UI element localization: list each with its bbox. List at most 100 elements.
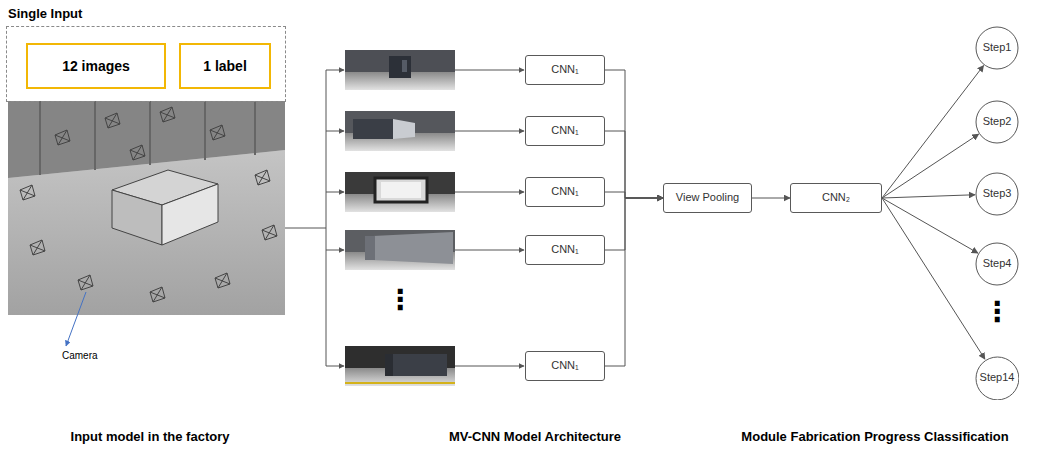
connector-arrow	[752, 198, 790, 199]
box-text: CNN₁	[551, 359, 579, 372]
thumb-bg	[345, 230, 455, 270]
section-caption: MV-CNN Model Architecture	[449, 430, 621, 443]
factory-column	[94, 101, 96, 170]
wire	[326, 70, 327, 366]
thumb-bg	[345, 111, 455, 151]
box-text: CNN₁	[551, 124, 579, 137]
class-circle: Step2	[975, 100, 1019, 144]
class-text: Step4	[983, 257, 1012, 270]
camera-icon	[20, 185, 35, 200]
ellipsis-mark: ⋮	[386, 286, 414, 314]
connector-arrow	[605, 198, 663, 250]
factory-column	[149, 101, 151, 165]
camera-icon	[55, 130, 70, 145]
process-box: CNN₂	[790, 183, 882, 213]
view-thumbnail	[345, 230, 455, 270]
circle-shape	[976, 101, 1018, 143]
leader-line	[66, 292, 86, 346]
view-thumbnail	[345, 346, 455, 386]
thumb-module	[385, 354, 447, 376]
box-text: CNN₁	[551, 185, 579, 198]
input-tag: 12 images	[26, 43, 166, 89]
circle-shape	[976, 357, 1019, 400]
thumb-module-end	[365, 236, 375, 260]
connector-arrow	[605, 198, 663, 366]
wire	[285, 228, 326, 229]
box-text: CNN₁	[551, 243, 579, 256]
tag-text: 12 images	[62, 58, 130, 75]
class-circle: Step3	[975, 172, 1019, 216]
connector-arrow	[605, 70, 663, 198]
section-caption: Module Fabrication Progress Classificati…	[741, 430, 1008, 443]
connector-arrow	[882, 198, 985, 359]
camera-icon	[130, 145, 145, 160]
factory-scene	[8, 101, 285, 315]
wire	[455, 250, 524, 251]
wire	[455, 192, 524, 193]
module-side	[162, 184, 218, 245]
view-thumbnail	[345, 111, 455, 151]
thumb-door	[402, 60, 407, 72]
scene-ground	[8, 101, 285, 315]
wire	[326, 192, 344, 193]
camera-icon	[160, 107, 175, 122]
camera-icon	[210, 125, 225, 140]
process-box: CNN₁	[525, 55, 605, 85]
thumb-module	[389, 56, 411, 78]
module-front	[112, 190, 162, 245]
box-text: View Pooling	[676, 191, 739, 204]
camera-label: Camera	[62, 351, 98, 361]
connector-arrow	[882, 134, 979, 198]
class-text: Step2	[983, 115, 1012, 128]
ellipsis-mark: ⋮	[983, 298, 1011, 326]
view-thumbnail	[345, 172, 455, 212]
thumb-module-side	[393, 119, 415, 139]
thumb-module-end	[385, 354, 393, 376]
input-group: Single Input12 images1 label	[6, 26, 286, 102]
wire	[326, 250, 344, 251]
circle-shape	[976, 27, 1018, 69]
thumb-module	[373, 232, 453, 264]
factory-column	[204, 101, 206, 160]
class-circle: Step4	[975, 242, 1019, 286]
process-box: CNN₁	[525, 235, 605, 265]
process-box: CNN₁	[525, 351, 605, 381]
class-circle: Step1	[975, 26, 1019, 70]
thumb-module-inside	[381, 182, 421, 198]
thumb-bg	[345, 50, 455, 90]
circle-shape	[976, 173, 1018, 215]
camera-icon	[215, 273, 230, 288]
wire	[326, 366, 344, 367]
circle-shape	[976, 243, 1018, 285]
box-text: CNN₂	[822, 191, 850, 204]
group-heading: Single Input	[8, 6, 82, 22]
class-text: Step1	[983, 41, 1012, 54]
thumb-module	[353, 119, 393, 139]
connector-arrow	[605, 192, 663, 198]
wire	[326, 131, 344, 132]
connector-arrow	[882, 65, 984, 198]
class-text: Step14	[980, 371, 1015, 384]
connector-arrow	[882, 195, 975, 198]
thumb-floor-stripe	[345, 382, 455, 384]
wire	[455, 70, 524, 71]
tag-text: 1 label	[203, 58, 247, 75]
factory-floor	[8, 150, 285, 315]
process-box: CNN₁	[525, 116, 605, 146]
connector-arrow	[882, 198, 978, 253]
section-caption: Input model in the factory	[71, 430, 230, 443]
class-circle: Step14	[975, 356, 1020, 401]
class-text: Step3	[983, 187, 1012, 200]
view-thumbnail	[345, 50, 455, 90]
camera-icon	[150, 287, 165, 302]
camera-icon	[30, 240, 45, 255]
input-wires	[285, 70, 524, 366]
camera-icon	[78, 275, 93, 290]
wire	[326, 70, 344, 71]
wire	[455, 131, 524, 132]
wire	[455, 366, 524, 367]
box-text: CNN₁	[551, 63, 579, 76]
camera-icon	[262, 225, 277, 240]
thumb-module	[375, 178, 427, 202]
